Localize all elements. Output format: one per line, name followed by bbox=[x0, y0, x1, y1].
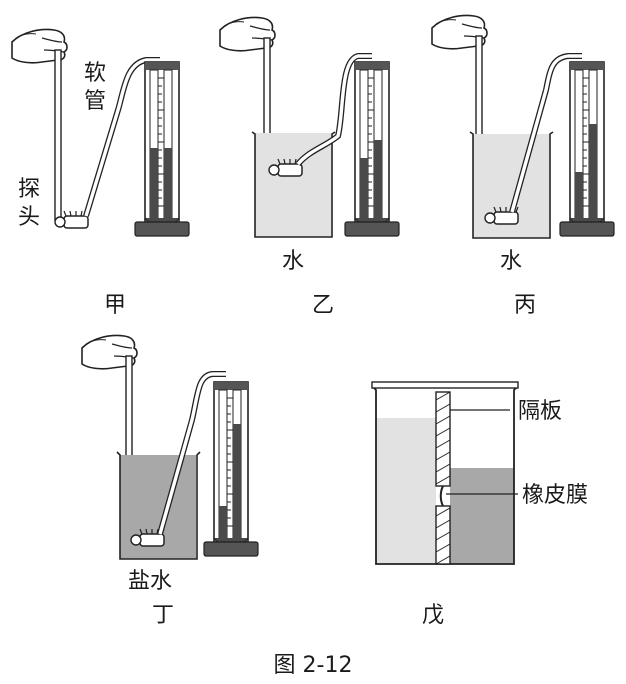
label-probe-char-2: 头 bbox=[18, 205, 40, 230]
panel-label-yi: 乙 bbox=[312, 293, 334, 318]
panel-label-bing: 丙 bbox=[514, 293, 536, 318]
label-water: 水 bbox=[500, 249, 522, 274]
panel-ding: 盐水 丁 bbox=[81, 334, 259, 628]
label-partition: 隔板 bbox=[518, 399, 562, 424]
label-rubber-membrane: 橡皮膜 bbox=[522, 483, 588, 508]
panel-yi: 水 乙 bbox=[219, 16, 400, 318]
container-with-partition bbox=[371, 381, 519, 565]
label-probe-char-1: 探 bbox=[18, 177, 40, 202]
label-salt-water: 盐水 bbox=[128, 569, 172, 594]
panel-label-jia: 甲 bbox=[104, 293, 126, 318]
panel-jia: 甲 bbox=[11, 28, 190, 318]
label-water: 水 bbox=[282, 249, 304, 274]
manometer bbox=[344, 61, 400, 237]
panel-label-ding: 丁 bbox=[152, 603, 174, 628]
manometer bbox=[559, 61, 615, 237]
label-hose-char-1: 软 bbox=[84, 61, 106, 86]
vertical-labels: 软 管 探 头 bbox=[18, 61, 106, 230]
manometer bbox=[134, 61, 190, 237]
manometer bbox=[203, 381, 259, 557]
figure-caption: 图 2-12 bbox=[274, 653, 353, 678]
panel-wu: 隔板 橡皮膜 戊 bbox=[371, 381, 588, 628]
rubber-membrane bbox=[439, 485, 444, 507]
partition bbox=[435, 391, 451, 565]
probe-rod bbox=[54, 49, 62, 221]
panel-bing: 水 丙 bbox=[431, 14, 615, 318]
panel-label-wu: 戊 bbox=[422, 603, 444, 628]
label-hose-char-2: 管 bbox=[84, 89, 106, 114]
